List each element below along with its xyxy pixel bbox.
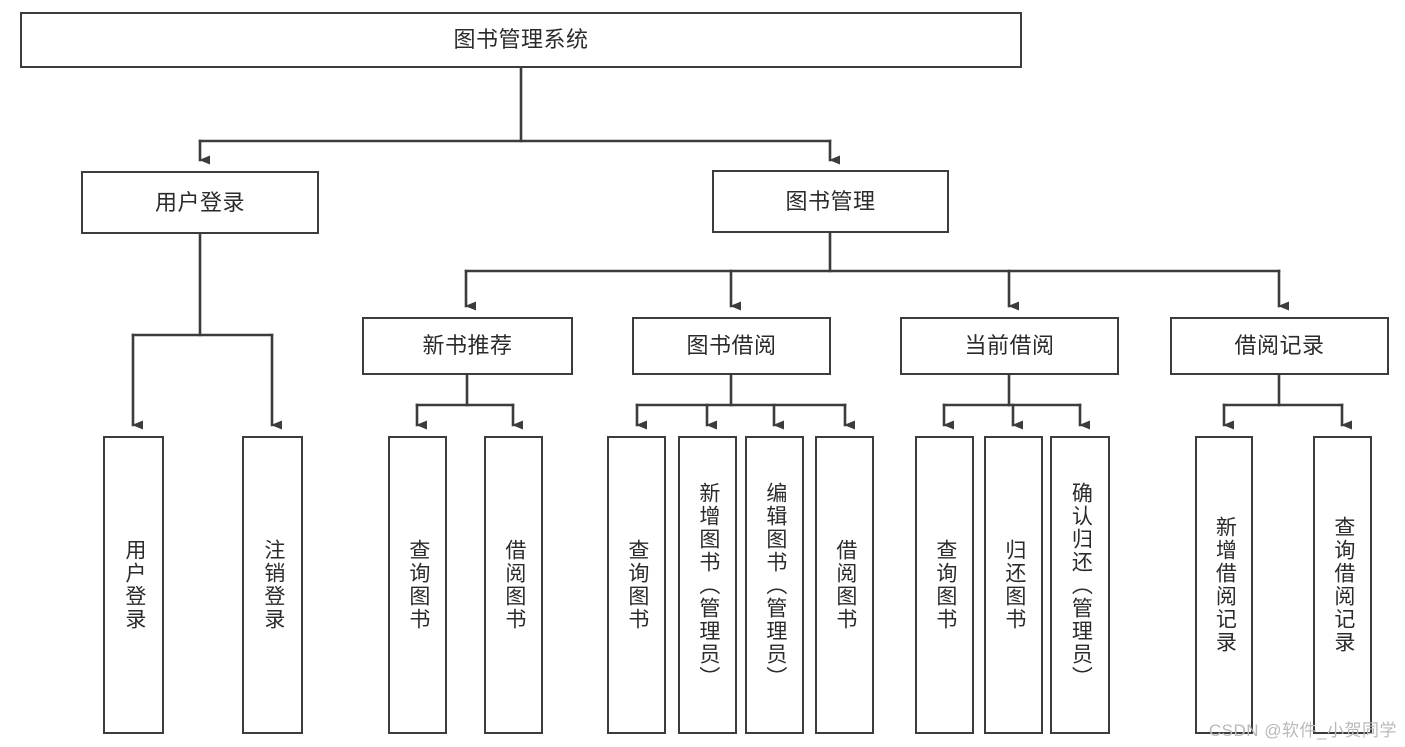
leaf-return-book[interactable]: 归还图书 [984, 436, 1043, 734]
node-new-book-recommend-label: 新书推荐 [422, 333, 513, 359]
node-book-borrow[interactable]: 图书借阅 [632, 317, 831, 375]
node-book-manage[interactable]: 图书管理 [712, 170, 949, 233]
node-new-book-recommend[interactable]: 新书推荐 [362, 317, 573, 375]
leaf-user-login[interactable]: 用户登录 [103, 436, 164, 734]
leaf-confirm-return-label: 确认归还（管理员） [1069, 481, 1093, 689]
node-user-login-label: 用户登录 [154, 189, 245, 215]
leaf-logout[interactable]: 注销登录 [242, 436, 303, 734]
leaf-add-record[interactable]: 新增借阅记录 [1195, 436, 1253, 734]
node-current-borrow[interactable]: 当前借阅 [900, 317, 1119, 375]
node-borrow-record-label: 借阅记录 [1234, 333, 1325, 359]
node-current-borrow-label: 当前借阅 [964, 333, 1055, 359]
leaf-query-record[interactable]: 查询借阅记录 [1313, 436, 1372, 734]
leaf-borrow-book-1[interactable]: 借阅图书 [484, 436, 543, 734]
leaf-confirm-return[interactable]: 确认归还（管理员） [1050, 436, 1110, 734]
node-user-login[interactable]: 用户登录 [81, 171, 319, 234]
leaf-borrow-book-2[interactable]: 借阅图书 [815, 436, 874, 734]
leaf-query-book-2[interactable]: 查询图书 [607, 436, 666, 734]
leaf-add-book-label: 新增图书（管理员） [696, 481, 720, 689]
node-book-manage-label: 图书管理 [785, 188, 876, 214]
leaf-add-record-label: 新增借阅记录 [1213, 516, 1237, 654]
node-borrow-record[interactable]: 借阅记录 [1170, 317, 1389, 375]
leaf-edit-book-label: 编辑图书（管理员） [763, 481, 787, 689]
leaf-query-book-1[interactable]: 查询图书 [388, 436, 447, 734]
leaf-query-book-3[interactable]: 查询图书 [915, 436, 974, 734]
leaf-query-book-2-label: 查询图书 [625, 539, 649, 631]
node-root-label: 图书管理系统 [453, 27, 589, 53]
leaf-edit-book[interactable]: 编辑图书（管理员） [745, 436, 804, 734]
leaf-borrow-book-1-label: 借阅图书 [502, 539, 526, 631]
node-book-borrow-label: 图书借阅 [686, 333, 777, 359]
watermark: CSDN @软件_小贺同学 [1208, 721, 1397, 740]
leaf-query-book-1-label: 查询图书 [406, 539, 430, 631]
leaf-return-book-label: 归还图书 [1002, 539, 1026, 631]
leaf-query-book-3-label: 查询图书 [933, 539, 957, 631]
leaf-query-record-label: 查询借阅记录 [1331, 516, 1355, 654]
leaf-add-book[interactable]: 新增图书（管理员） [678, 436, 737, 734]
leaf-borrow-book-2-label: 借阅图书 [833, 539, 857, 631]
node-root[interactable]: 图书管理系统 [20, 12, 1022, 68]
leaf-logout-label: 注销登录 [261, 539, 285, 631]
leaf-user-login-label: 用户登录 [122, 539, 146, 631]
